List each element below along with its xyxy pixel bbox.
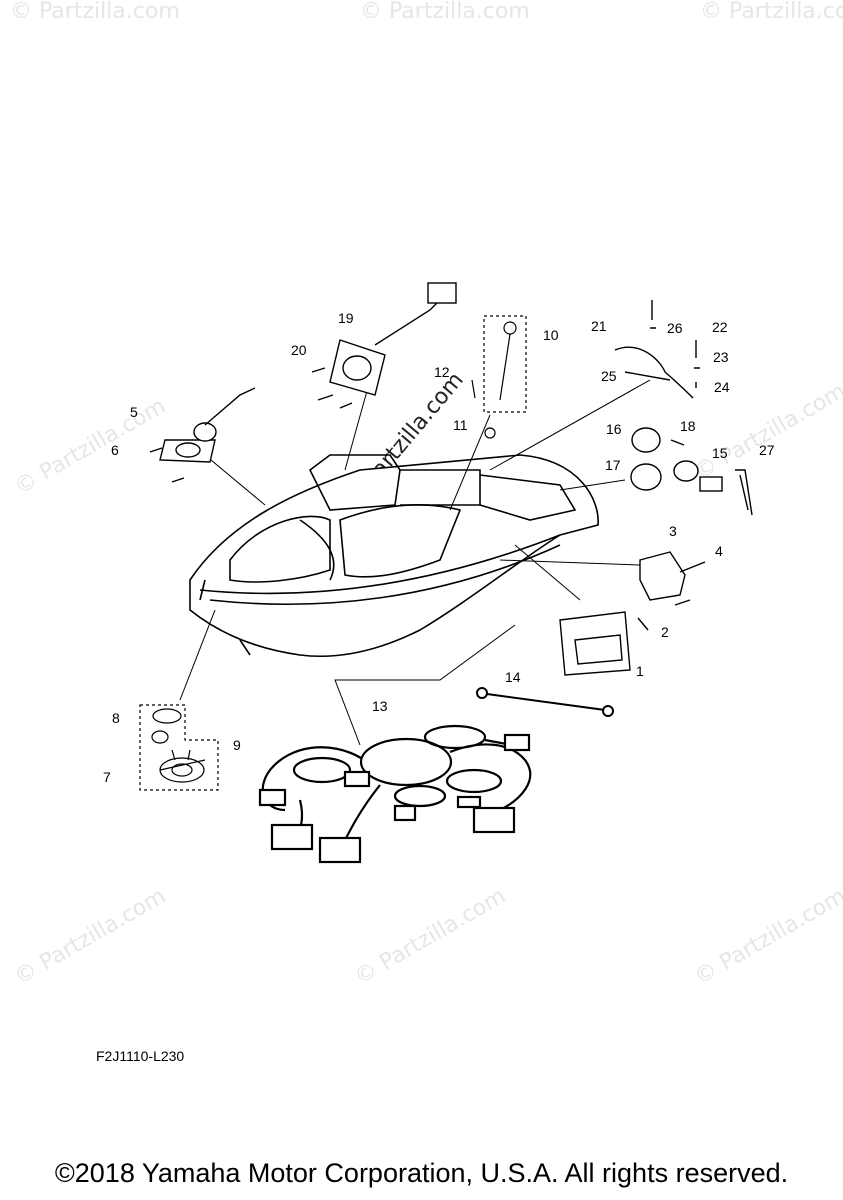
part-label: 9 bbox=[233, 737, 241, 753]
watermark: © Partzilla.com bbox=[700, 0, 843, 24]
copyright-notice: ©2018 Yamaha Motor Corporation, U.S.A. A… bbox=[54, 1158, 789, 1188]
part-14-cable bbox=[476, 687, 614, 717]
part-label: 3 bbox=[669, 523, 677, 539]
watermark: © Partzilla.com bbox=[360, 0, 530, 24]
part-3-box bbox=[559, 551, 706, 676]
part-label: 8 bbox=[112, 710, 120, 726]
watermark: © Partzilla.com bbox=[11, 884, 171, 991]
part-10-unit bbox=[471, 315, 527, 439]
part-19-mount bbox=[311, 282, 457, 409]
part-label: 23 bbox=[713, 349, 729, 365]
watermark: © Partzilla.com bbox=[11, 394, 171, 501]
part-label: 10 bbox=[543, 327, 559, 343]
part-label: 1 bbox=[636, 663, 644, 679]
part-label: 18 bbox=[680, 418, 696, 434]
part-label: 12 bbox=[434, 364, 450, 380]
part-label: 21 bbox=[591, 318, 607, 334]
part-label: 27 bbox=[759, 442, 775, 458]
part-label: 17 bbox=[605, 457, 621, 473]
part-label: 5 bbox=[130, 404, 138, 420]
fittings bbox=[630, 427, 753, 516]
part-label: 6 bbox=[111, 442, 119, 458]
part-label: 14 bbox=[505, 669, 521, 685]
part-label: 2 bbox=[661, 624, 669, 640]
part-label: 19 bbox=[338, 310, 354, 326]
part-label: 7 bbox=[103, 769, 111, 785]
part-label: 26 bbox=[667, 320, 683, 336]
part-7-unit bbox=[139, 704, 219, 791]
part-13-harness bbox=[258, 724, 532, 864]
diagram-code: F2J1110-L230 bbox=[96, 1048, 185, 1064]
part-label: 15 bbox=[712, 445, 728, 461]
part-21-handle bbox=[614, 300, 700, 399]
leader-lines bbox=[179, 379, 651, 746]
watermark: © Partzilla.com bbox=[691, 884, 843, 991]
part-label: 24 bbox=[714, 379, 730, 395]
part-label: 16 bbox=[606, 421, 622, 437]
part-labels: 1 2 3 4 5 6 7 8 9 10 11 12 13 14 15 16 1… bbox=[103, 310, 775, 785]
watermark: © Partzilla.com bbox=[10, 0, 180, 24]
boat-hull bbox=[189, 454, 599, 658]
part-label: 4 bbox=[715, 543, 723, 559]
part-label: 25 bbox=[601, 368, 617, 384]
part-label: 22 bbox=[712, 319, 728, 335]
part-5-unit bbox=[149, 387, 256, 483]
watermark: © Partzilla.com bbox=[351, 884, 511, 991]
part-label: 11 bbox=[453, 417, 468, 433]
part-label: 20 bbox=[291, 342, 307, 358]
part-label: 13 bbox=[372, 698, 388, 714]
